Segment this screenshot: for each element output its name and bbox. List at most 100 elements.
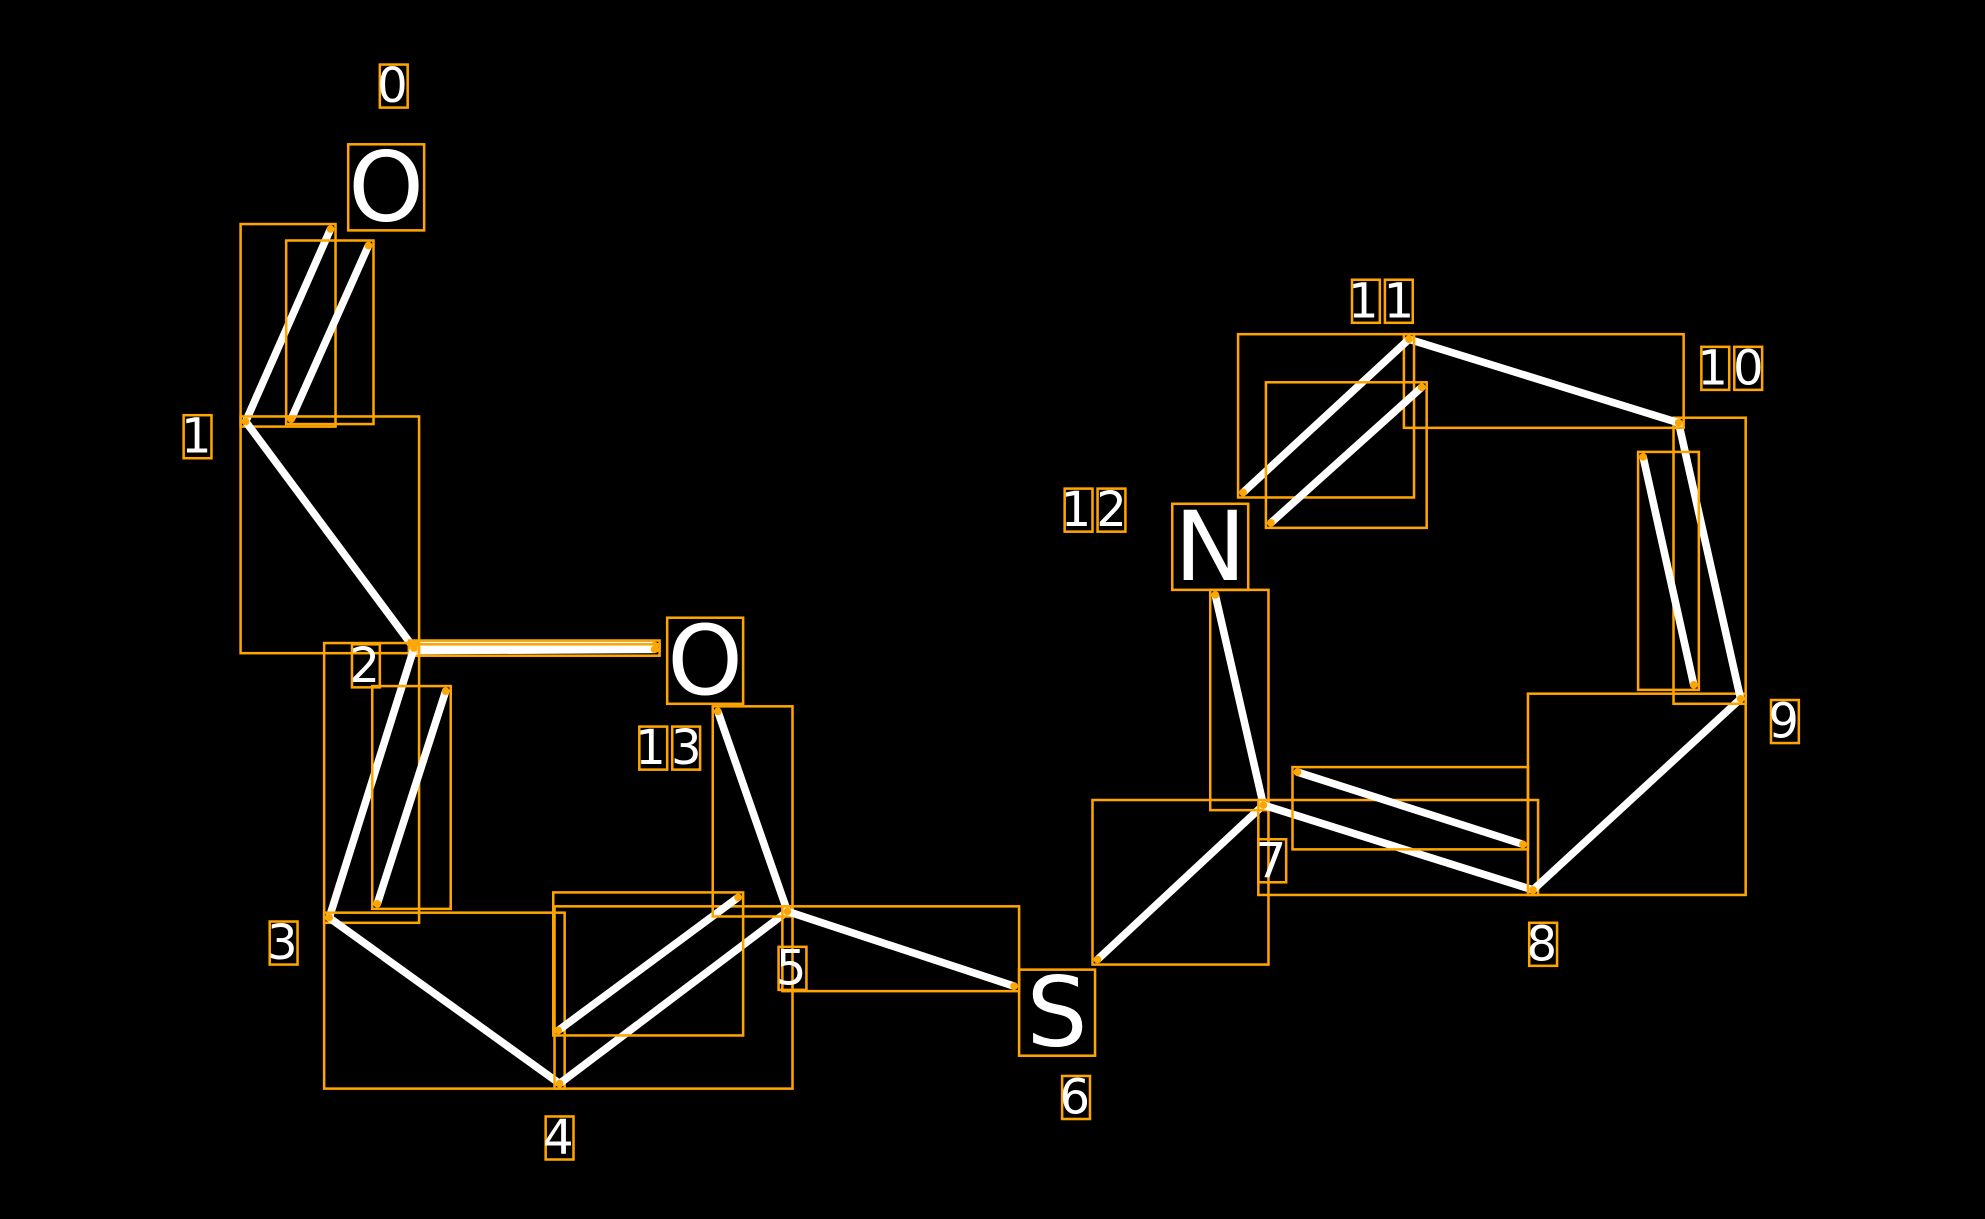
atom-symbol-box: [1170, 502, 1250, 592]
index-char-box: [1769, 698, 1801, 745]
bond-endpoint: [1519, 840, 1527, 849]
bond-endpoint: [734, 893, 742, 902]
bond-endpoint: [1689, 681, 1698, 689]
bond-line: [373, 687, 450, 908]
bond-line: [1293, 768, 1527, 849]
bond-endpoint: [1736, 694, 1745, 703]
bond-endpoint: [1211, 591, 1220, 599]
bond-endpoint: [1010, 982, 1018, 990]
bond-line: [1211, 591, 1268, 809]
bond-bounding-box: [1264, 381, 1428, 530]
bond-endpoint: [650, 645, 659, 654]
atom-index-label: 9: [1768, 694, 1804, 750]
bond-line: [287, 241, 373, 423]
atom-index-label: 8: [1527, 916, 1563, 972]
bond-line: [554, 893, 742, 1035]
bond-line: [1529, 694, 1745, 894]
bond-bounding-box: [781, 905, 1021, 993]
bond-line: [783, 907, 1018, 990]
atom-index-label: 7: [1256, 833, 1292, 889]
atom-index-label: 2: [349, 638, 385, 694]
atom-symbol-s: S: [1027, 957, 1088, 1069]
index-char-box: [544, 1115, 575, 1161]
bond-line: [325, 913, 564, 1088]
bond-line: [1405, 335, 1683, 427]
atom-index-label: 12: [1061, 482, 1132, 538]
index-char-box: [1350, 278, 1382, 325]
index-char-box: [1257, 837, 1288, 884]
atom-index-label: 3: [267, 915, 303, 971]
index-char-box: [1527, 921, 1559, 968]
bond-endpoint: [714, 707, 722, 716]
bond-endpoint: [783, 907, 792, 916]
atom-symbol-box: [1017, 968, 1097, 1057]
atom-index-label: 0: [377, 58, 413, 114]
bond-endpoint: [364, 241, 373, 250]
bond-bounding-box: [370, 684, 452, 911]
bond-endpoint: [1639, 453, 1647, 461]
bond-endpoint: [373, 900, 382, 908]
bond-line: [241, 417, 418, 652]
bond-line: [1239, 335, 1413, 497]
index-char-box: [670, 725, 702, 771]
bond-endpoint: [441, 687, 450, 695]
bond-line: [1639, 453, 1698, 689]
bond-endpoint: [1259, 801, 1268, 809]
index-char-box: [1733, 345, 1764, 392]
bond-endpoint: [1093, 955, 1102, 964]
bond-bounding-box: [322, 911, 566, 1090]
bond-endpoint: [554, 1026, 563, 1035]
bond-line: [410, 645, 659, 655]
atom-index-label: 13: [635, 720, 706, 776]
atom-index-label: 1: [181, 409, 217, 465]
index-char-box: [1063, 487, 1094, 533]
bond-line: [1674, 418, 1745, 703]
bond-endpoint: [1417, 383, 1426, 392]
index-char-box: [1383, 278, 1415, 325]
bond-endpoint: [326, 225, 335, 233]
atom-index-label: 10: [1697, 340, 1768, 396]
bond-endpoint: [1529, 886, 1537, 894]
atom-symbol-o: O: [667, 605, 743, 717]
bond-endpoint: [1405, 335, 1413, 344]
index-char-box: [1096, 487, 1127, 533]
bond-endpoint: [1239, 488, 1247, 497]
atom-index-label: 4: [543, 1110, 579, 1166]
bond-line: [1267, 383, 1426, 527]
bond-bounding-box: [1236, 332, 1416, 499]
bond-bounding-box: [551, 891, 745, 1037]
index-char-box: [378, 63, 409, 109]
bond-endpoint: [410, 644, 418, 652]
atom-index-label: 11: [1348, 273, 1419, 329]
bond-line: [555, 907, 792, 1088]
bond-bounding-box: [284, 239, 375, 426]
atom-symbol-box: [346, 143, 426, 232]
bond-bounding-box: [1636, 450, 1701, 692]
bond-bounding-box: [407, 643, 661, 657]
atom-index-label: 6: [1059, 1069, 1095, 1125]
index-char-box: [638, 725, 669, 771]
bond-endpoint: [325, 913, 333, 922]
atom-symbol-box: [665, 616, 745, 706]
bond-bounding-box: [711, 705, 794, 918]
bond-bounding-box: [1672, 416, 1747, 706]
atom-symbol-o: O: [348, 131, 424, 243]
bond-line: [1259, 801, 1537, 894]
atom-symbol-n: N: [1174, 491, 1246, 603]
index-char-box: [1700, 345, 1731, 392]
bond-line: [1093, 801, 1268, 964]
bond-line: [714, 707, 792, 916]
bond-endpoint: [1293, 768, 1302, 776]
index-char-box: [1060, 1074, 1092, 1121]
index-char-box: [350, 643, 382, 689]
bond-endpoint: [555, 1079, 564, 1088]
index-char-box: [268, 920, 299, 966]
bond-endpoint: [1267, 518, 1275, 527]
index-char-box: [182, 413, 213, 460]
bond-endpoint: [241, 417, 250, 426]
index-char-box: [777, 945, 808, 992]
atom-index-label: 5: [776, 940, 812, 996]
bond-line: [241, 225, 335, 426]
